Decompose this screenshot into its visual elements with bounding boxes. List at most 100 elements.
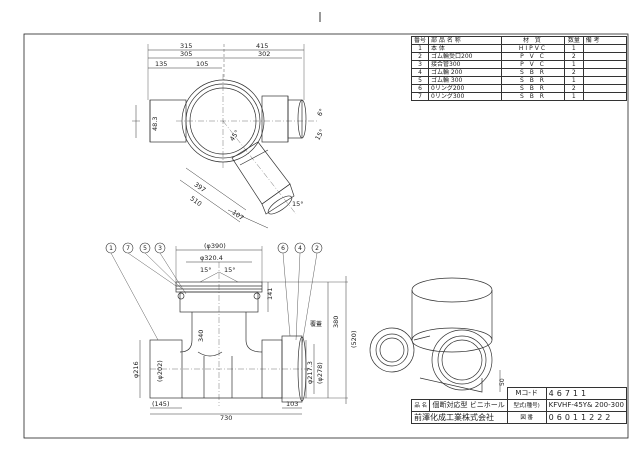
header-qty: 数量 — [563, 36, 584, 45]
dim-15deg-b: 15° — [314, 128, 327, 142]
dim-340: 340 — [197, 330, 205, 342]
table-row: 1 本 体 HIPVC 1 — [410, 44, 628, 53]
balloon-4: 4 — [298, 245, 302, 252]
balloon-6: 6 — [281, 245, 285, 252]
dim-390: (φ390) — [204, 242, 226, 250]
row-note — [582, 84, 628, 93]
row-material: P V C — [501, 52, 565, 61]
row-name: 0リング300 — [428, 92, 503, 101]
dim-145: (145) — [152, 400, 169, 408]
part-balloons — [105, 242, 323, 254]
balloon-3: 3 — [158, 245, 162, 252]
parts-table: 番号 部 品 名 称 材 質 数量 備 考 1 本 体 HIPVC 1 2 ゴム… — [410, 36, 628, 101]
plan-view — [132, 44, 318, 229]
row-no: 5 — [410, 76, 430, 85]
row-note — [582, 68, 628, 77]
model-label: 型式(種号) — [506, 399, 547, 412]
header-no: 番号 — [410, 36, 430, 45]
row-qty: 2 — [563, 84, 584, 93]
row-qty: 2 — [563, 52, 584, 61]
front-view — [110, 246, 348, 415]
row-qty: 1 — [563, 44, 584, 53]
parts-header: 番号 部 品 名 称 材 質 数量 備 考 — [410, 36, 628, 45]
doc-label: 図 番 — [506, 411, 547, 424]
dim-380: 380 — [332, 316, 340, 328]
row-qty: 1 — [563, 76, 584, 85]
row-note — [582, 52, 628, 61]
dim-302: 302 — [258, 50, 270, 58]
row-no: 4 — [410, 68, 430, 77]
dim-6deg: 6° — [316, 107, 327, 117]
row-material: S B R — [501, 92, 565, 101]
title-row-company: 前澤化成工業株式会社 図 番 06011222 — [411, 411, 628, 424]
dim-510: 510 — [188, 194, 203, 208]
row-name: ゴム輪 300 — [428, 76, 503, 85]
row-material: HIPVC — [501, 44, 565, 53]
iso-dims: 50 — [499, 378, 506, 386]
dim-3204: φ320.4 — [200, 254, 223, 262]
row-material: P V C — [501, 60, 565, 69]
dim-397: 397 — [192, 180, 207, 194]
doc-no: 06011222 — [545, 411, 628, 424]
dim-50: 50 — [499, 378, 506, 386]
table-row: 4 ゴム輪 200 S B R 2 — [410, 68, 628, 77]
dim-135: 135 — [155, 60, 167, 68]
row-name: 0リング200 — [428, 84, 503, 93]
dim-15-left: 15° — [200, 266, 212, 274]
title-block: Mコ-ド 46711 品 名 個断対応型 ビニホール 型式(種号) KFVHF-… — [410, 387, 628, 424]
dim-105: 105 — [196, 60, 208, 68]
dim-216: φ216 — [132, 361, 140, 378]
dim-141: 141 — [266, 288, 274, 300]
dim-730: 730 — [220, 414, 232, 422]
row-material: S B R — [501, 76, 565, 85]
dim-315: 315 — [180, 42, 192, 50]
title-spacer — [412, 388, 508, 400]
title-row-code: Mコ-ド 46711 — [412, 387, 628, 400]
row-name: ゴム輪受口200 — [428, 52, 503, 61]
table-row: 7 0リング300 S B R 1 — [410, 92, 628, 101]
dim-202: (φ202) — [156, 360, 164, 382]
dim-15-right: 15° — [224, 266, 236, 274]
plan-dims: 315 415 305 302 135 105 48.3 45° 397 510… — [151, 42, 326, 222]
dim-48: 48.3 — [151, 117, 159, 131]
row-name: 本 体 — [428, 44, 503, 53]
table-row: 3 接合管300 P V C 1 — [410, 60, 628, 69]
balloon-2: 2 — [315, 245, 319, 252]
drawing-no-label: Mコ-ド — [506, 387, 547, 400]
front-dims: (φ390) φ320.4 15° 15° 141 380 (520) 340 … — [132, 242, 358, 422]
ref-label: 覆蓋 — [310, 320, 322, 328]
company-name: 前澤化成工業株式会社 — [411, 411, 508, 424]
row-no: 2 — [410, 52, 430, 61]
drawing-no: 46711 — [545, 387, 628, 400]
dim-520: (520) — [350, 331, 358, 348]
sheet-border — [23, 33, 629, 439]
dim-415: 415 — [256, 42, 268, 50]
model-name: KFVHF-45Y& 200-300 — [545, 399, 628, 412]
balloon-5: 5 — [143, 245, 147, 252]
name-label: 品 名 — [410, 399, 431, 412]
dim-103: 103 — [286, 400, 298, 408]
row-qty: 1 — [563, 92, 584, 101]
dim-2173: φ217.3 — [306, 361, 314, 384]
dim-107: 107 — [230, 208, 245, 222]
row-note — [582, 76, 628, 85]
header-material: 材 質 — [501, 36, 565, 45]
row-qty: 1 — [563, 60, 584, 69]
row-note — [582, 60, 628, 69]
header-name: 部 品 名 称 — [428, 36, 503, 45]
balloon-1: 1 — [109, 245, 113, 252]
row-material: S B R — [501, 68, 565, 77]
row-no: 7 — [410, 92, 430, 101]
table-row: 2 ゴム輪受口200 P V C 2 — [410, 52, 628, 61]
dim-45deg: 45° — [228, 129, 241, 143]
row-no: 6 — [410, 84, 430, 93]
dim-278: (φ278) — [316, 362, 324, 384]
row-no: 3 — [410, 60, 430, 69]
row-no: 1 — [410, 44, 430, 53]
table-row: 6 0リング200 S B R 2 — [410, 84, 628, 93]
balloon-numbers: 1 7 5 3 6 4 2 — [109, 245, 319, 252]
balloon-7: 7 — [126, 245, 130, 252]
row-material: S B R — [501, 84, 565, 93]
